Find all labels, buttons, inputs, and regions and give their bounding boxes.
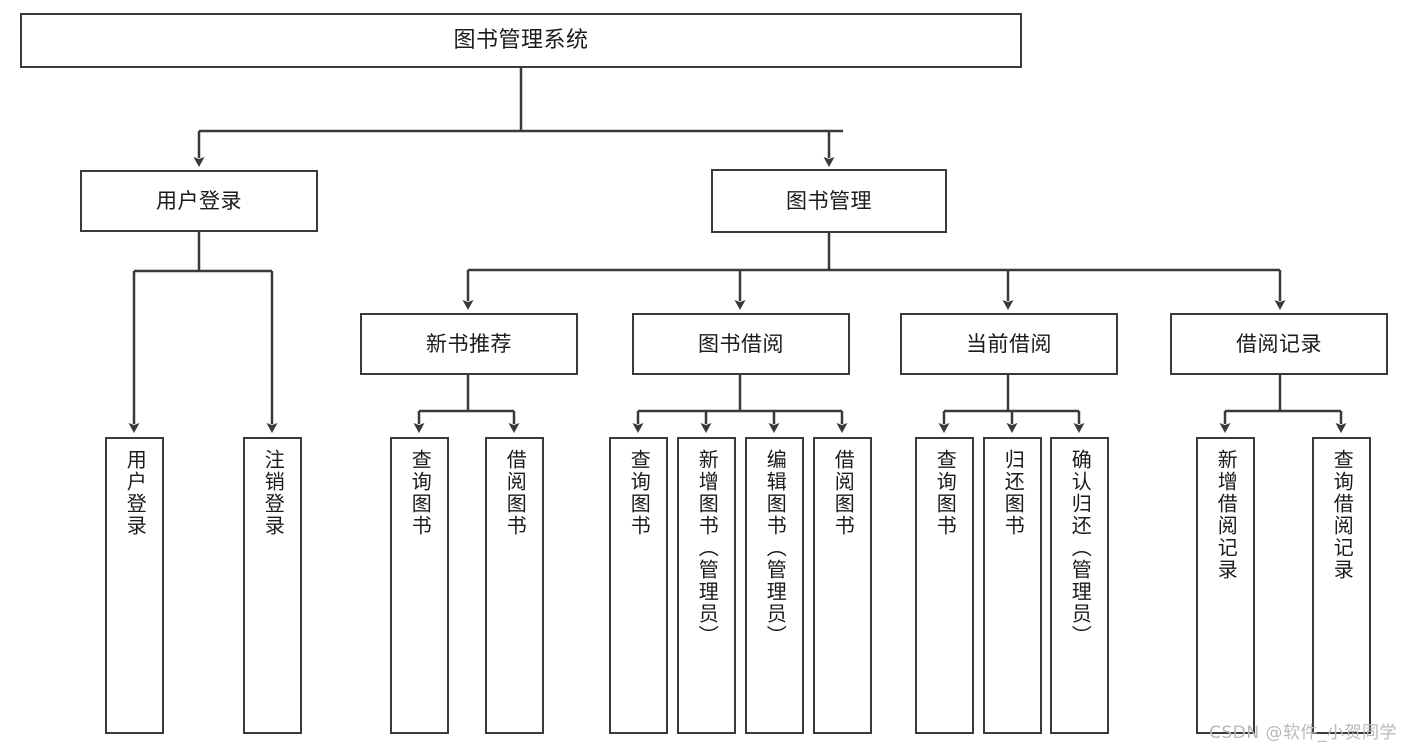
node-label: 图书管理	[786, 188, 872, 213]
node-new-book-recommend[interactable]: 新书推荐	[360, 313, 578, 375]
leaf-user-login[interactable]: 用户登录	[105, 437, 164, 734]
leaf-new-book-borrow[interactable]: 借阅图书	[485, 437, 544, 734]
node-label: 编辑图书（管理员）	[763, 449, 788, 647]
leaf-borrow-query-book[interactable]: 查询图书	[609, 437, 668, 734]
leaf-return-book[interactable]: 归还图书	[983, 437, 1042, 734]
node-label: 确认归还（管理员）	[1068, 449, 1093, 647]
node-label: 新增图书（管理员）	[695, 449, 720, 647]
leaf-edit-book-admin[interactable]: 编辑图书（管理员）	[745, 437, 804, 734]
node-label: 用户登录	[156, 188, 242, 213]
node-current-borrow[interactable]: 当前借阅	[900, 313, 1118, 375]
node-borrow-record[interactable]: 借阅记录	[1170, 313, 1388, 375]
leaf-query-borrow-record[interactable]: 查询借阅记录	[1312, 437, 1371, 734]
node-label: 注销登录	[261, 449, 286, 537]
node-book-borrow[interactable]: 图书借阅	[632, 313, 850, 375]
leaf-borrow-book[interactable]: 借阅图书	[813, 437, 872, 734]
node-label: 借阅图书	[831, 449, 856, 537]
node-label: 新书推荐	[426, 331, 512, 356]
node-label: 新增借阅记录	[1214, 449, 1239, 581]
leaf-add-borrow-record[interactable]: 新增借阅记录	[1196, 437, 1255, 734]
node-label: 查询图书	[408, 449, 433, 537]
node-label: 归还图书	[1001, 449, 1026, 537]
node-book-management[interactable]: 图书管理	[711, 169, 947, 233]
node-label: 借阅图书	[503, 449, 528, 537]
node-label: 图书借阅	[698, 331, 784, 356]
leaf-current-query-book[interactable]: 查询图书	[915, 437, 974, 734]
node-label: 图书管理系统	[453, 27, 589, 53]
node-label: 查询图书	[933, 449, 958, 537]
node-label: 查询图书	[627, 449, 652, 537]
node-label: 用户登录	[123, 449, 148, 537]
node-label: 借阅记录	[1236, 331, 1322, 356]
leaf-new-book-query[interactable]: 查询图书	[390, 437, 449, 734]
leaf-add-book-admin[interactable]: 新增图书（管理员）	[677, 437, 736, 734]
node-user-login[interactable]: 用户登录	[80, 170, 318, 232]
node-root-system[interactable]: 图书管理系统	[20, 13, 1022, 68]
node-label: 查询借阅记录	[1330, 449, 1355, 581]
node-label: 当前借阅	[966, 331, 1052, 356]
leaf-confirm-return-admin[interactable]: 确认归还（管理员）	[1050, 437, 1109, 734]
leaf-logout[interactable]: 注销登录	[243, 437, 302, 734]
